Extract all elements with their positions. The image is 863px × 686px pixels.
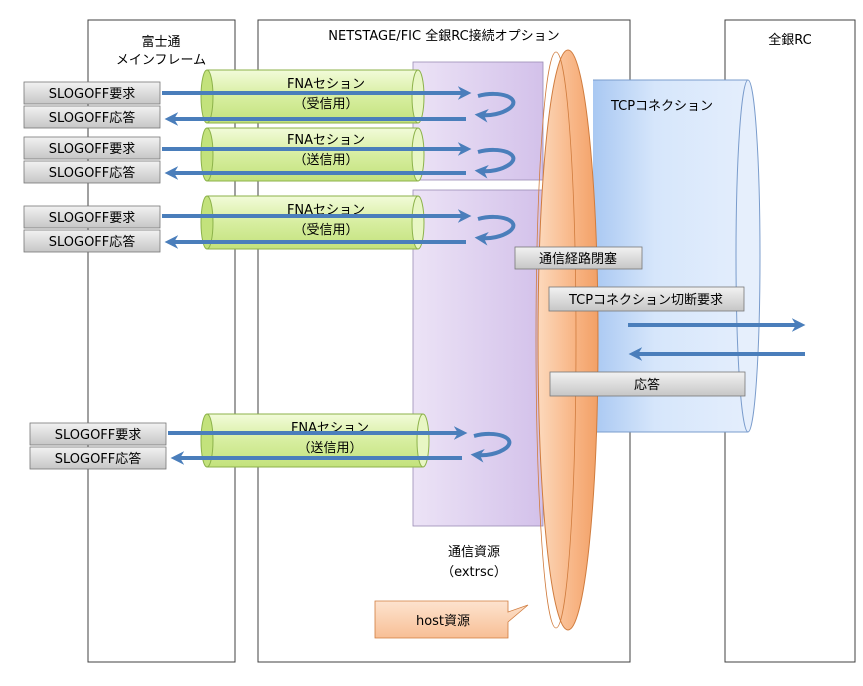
tcp-title: TCPコネクション <box>610 99 713 114</box>
session-1-title: FNAセション <box>287 77 365 92</box>
resource-title: 通信資源 <box>448 545 500 560</box>
session-4-request-box <box>29 422 167 446</box>
host-resource-text: host資源 <box>416 614 470 629</box>
session-3-request-box <box>23 205 161 229</box>
session-2-response-text: SLOGOFF応答 <box>49 165 136 181</box>
host-resource-callout <box>374 600 529 639</box>
session-2: FNAセション （送信用） SLOGOFF要求 SLOGOFF応答 <box>23 127 516 184</box>
netstage-title: NETSTAGE/FIC 全銀RC接続オプション <box>328 28 559 44</box>
session-1-request-box <box>23 81 161 105</box>
session-3-turn-arrow <box>474 214 516 246</box>
session-2-request-text: SLOGOFF要求 <box>49 142 136 157</box>
session-2-response-box <box>23 160 161 184</box>
session-1-response-box <box>23 105 161 129</box>
tcp-connection-cylinder <box>593 79 761 433</box>
session-3-response-box <box>23 229 161 253</box>
session-3-request-text: SLOGOFF要求 <box>49 211 136 226</box>
fujitsu-title-2: メインフレーム <box>116 53 206 68</box>
session-4-request-text: SLOGOFF要求 <box>55 428 142 443</box>
close-path-label <box>514 246 643 270</box>
session-2-request-box <box>23 136 161 160</box>
session-2-sub: （送信用） <box>293 153 358 168</box>
resource-subtitle: （extrsc） <box>441 565 507 580</box>
session-4: FNAセション （送信用） SLOGOFF要求 SLOGOFF応答 <box>29 413 512 470</box>
session-4-response-box <box>29 446 167 470</box>
session-4-response-text: SLOGOFF応答 <box>55 451 142 467</box>
session-3-response-text: SLOGOFF応答 <box>49 234 136 250</box>
close-path-text: 通信経路閉塞 <box>539 251 617 267</box>
tcp-response-text: 応答 <box>634 377 660 393</box>
session-1-response-text: SLOGOFF応答 <box>49 110 136 126</box>
session-4-sub: （送信用） <box>297 441 362 456</box>
session-2-title: FNAセション <box>287 133 365 148</box>
session-1-request-text: SLOGOFF要求 <box>49 87 136 102</box>
session-3-sub: （受信用） <box>293 223 358 238</box>
fujitsu-title-1: 富士通 <box>141 34 180 50</box>
session-resource-block-2 <box>412 189 544 527</box>
session-1-turn-arrow <box>474 91 516 123</box>
session-1: FNAセション （受信用） SLOGOFF要求 SLOGOFF応答 <box>23 69 516 129</box>
session-4-turn-arrow <box>470 431 512 463</box>
session-2-turn-arrow <box>474 147 516 179</box>
disconnect-request-label <box>548 286 745 312</box>
communication-resource-cylinder <box>535 49 599 631</box>
disconnect-request-text: TCPコネクション切断要求 <box>568 293 723 308</box>
session-3: FNAセション （受信用） SLOGOFF要求 SLOGOFF応答 <box>23 195 516 253</box>
tcp-response-label <box>549 371 746 397</box>
zengin-title: 全銀RC <box>768 32 811 48</box>
session-1-sub: （受信用） <box>293 97 358 112</box>
